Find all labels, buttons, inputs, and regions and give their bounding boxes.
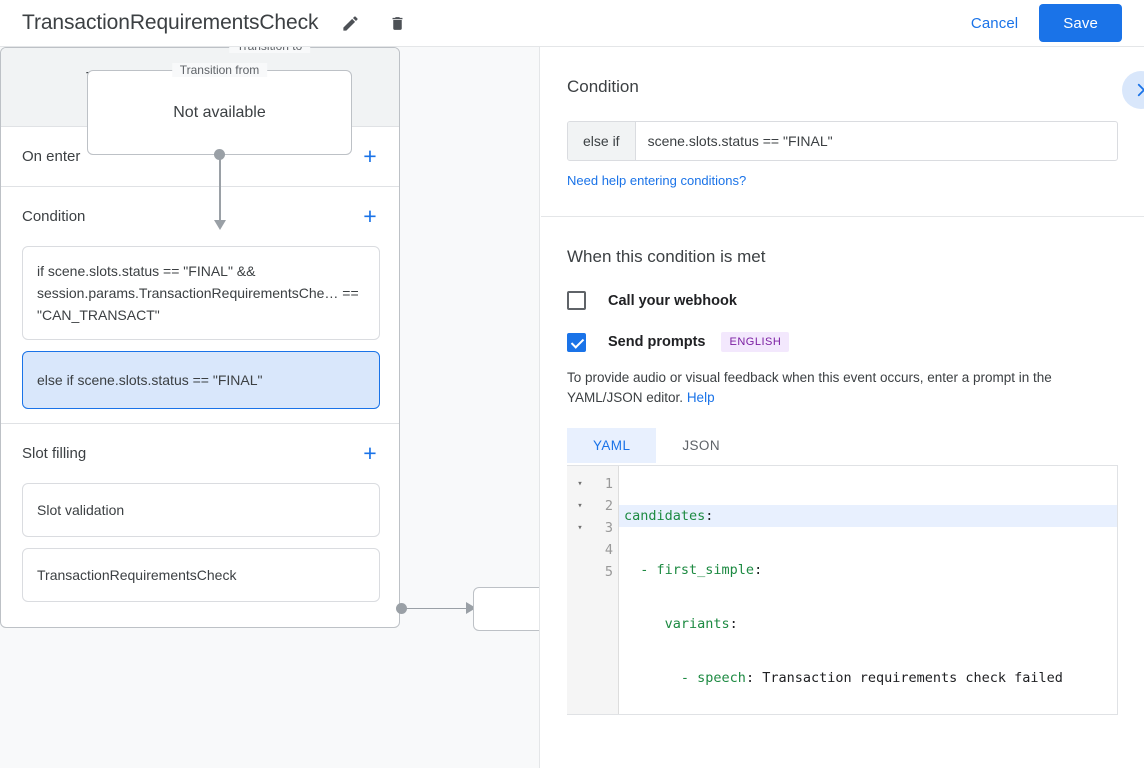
connector-dot-top [214, 149, 225, 160]
page-title: TransactionRequirementsCheck [22, 11, 319, 34]
when-condition-met-heading: When this condition is met [567, 247, 766, 266]
condition-section: Condition else if scene.slots.status == … [541, 47, 1144, 217]
cancel-button[interactable]: Cancel [959, 7, 1030, 40]
section-on-enter-title: On enter [22, 148, 81, 165]
code-line-1[interactable]: candidates: [619, 505, 1117, 527]
fold-arrow-line-1[interactable]: ▾ [577, 479, 583, 489]
code-sep: : [754, 562, 763, 578]
app-header: TransactionRequirementsCheck Cancel Save [0, 0, 1144, 47]
code-key: - first_simple [640, 562, 755, 578]
condition-list-item[interactable]: if scene.slots.status == "FINAL" && sess… [22, 246, 380, 340]
connector-arrow-right [466, 602, 476, 614]
condition-prefix-label: else if [568, 122, 636, 160]
tab-json[interactable]: JSON [682, 438, 720, 453]
connector-dot-right [396, 603, 407, 614]
code-indent [624, 562, 640, 578]
transition-from-legend: Transition from [171, 63, 268, 77]
edit-pencil-icon[interactable] [337, 10, 363, 36]
delete-trash-icon[interactable] [384, 10, 410, 36]
condition-input-row[interactable]: else if scene.slots.status == "FINAL" [567, 121, 1118, 161]
language-badge: ENGLISH [721, 332, 790, 352]
editor-fold-gutter[interactable]: ▾ ▾ ▾ [567, 466, 593, 714]
send-prompts-checkbox[interactable] [567, 332, 586, 352]
add-slot-filling-icon[interactable]: + [363, 440, 377, 466]
line-number: 3 [604, 520, 613, 536]
slot-list-item-validation[interactable]: Slot validation [22, 483, 380, 537]
connector-line-horizontal [406, 607, 468, 609]
condition-heading: Condition [567, 77, 639, 96]
section-slot-filling: Slot filling + Slot validation Transacti… [1, 424, 399, 627]
code-indent [624, 670, 681, 686]
when-condition-met-section: When this condition is met Call your web… [541, 217, 1144, 715]
editor-format-tabs: YAML JSON [567, 428, 1118, 463]
section-slot-filling-body: Slot validation TransactionRequirementsC… [1, 483, 399, 627]
line-number: 4 [604, 542, 613, 558]
code-key: - speech [680, 670, 746, 686]
section-condition-title: Condition [22, 208, 86, 225]
send-prompts-row[interactable]: Send prompts ENGLISH [567, 332, 1118, 352]
code-line-2[interactable]: - first_simple: [619, 559, 1117, 581]
line-number: 5 [604, 564, 613, 580]
transition-from-card[interactable]: Transition from Not available [87, 63, 352, 155]
webhook-checkbox[interactable] [567, 291, 586, 310]
condition-help-link[interactable]: Need help entering conditions? [567, 173, 747, 188]
code-sep: : [745, 670, 755, 686]
editor-line-numbers: 1 2 3 4 5 [593, 466, 619, 714]
code-sep: : [705, 508, 714, 524]
section-on-enter: On enter + [1, 127, 399, 187]
transition-from-value: Not available [173, 103, 266, 121]
code-indent [624, 616, 665, 632]
flow-canvas[interactable]: Transition from Not available Transition… [0, 47, 540, 768]
line-number: 1 [604, 476, 613, 492]
code-sep: : [729, 616, 738, 632]
connector-arrow-down [213, 220, 226, 230]
section-condition-head: Condition + [1, 187, 399, 246]
code-key: candidates [624, 508, 706, 524]
target-node-card[interactable] [473, 587, 539, 631]
condition-list-item-selected[interactable]: else if scene.slots.status == "FINAL" [22, 351, 380, 409]
code-editor[interactable]: ▾ ▾ ▾ 1 2 3 4 5 candidates: - first_simp… [567, 465, 1118, 715]
transition-to-legend: Transition to [228, 47, 311, 53]
prompts-description-text: To provide audio or visual feedback when… [567, 370, 1052, 405]
tab-yaml[interactable]: YAML [567, 428, 657, 463]
fold-arrow-line-2[interactable]: ▾ [577, 501, 583, 511]
chevron-right-icon[interactable] [1122, 71, 1144, 109]
section-slot-filling-title: Slot filling [22, 445, 87, 462]
webhook-checkbox-row[interactable]: Call your webhook [567, 291, 1118, 310]
prompts-help-link[interactable]: Help [686, 390, 715, 405]
editor-code-area[interactable]: candidates: - first_simple: variants: - … [619, 466, 1117, 714]
webhook-label: Call your webhook [608, 292, 737, 309]
section-on-enter-head: On enter + [1, 127, 399, 186]
condition-expression-input[interactable]: scene.slots.status == "FINAL" [647, 133, 833, 149]
save-button[interactable]: Save [1039, 4, 1122, 42]
code-value: Transaction requirements check failed [754, 670, 1063, 686]
add-on-enter-icon[interactable]: + [363, 143, 377, 169]
code-key: variants [664, 616, 730, 632]
section-condition: Condition + if scene.slots.status == "FI… [1, 187, 399, 424]
fold-arrow-line-3[interactable]: ▾ [577, 523, 583, 533]
prompts-description: To provide audio or visual feedback when… [567, 368, 1118, 408]
connector-line-vertical [219, 155, 221, 223]
code-line-4[interactable]: - speech: Transaction requirements check… [619, 667, 1117, 689]
detail-panel: Condition else if scene.slots.status == … [541, 47, 1144, 768]
code-line-3[interactable]: variants: [619, 613, 1117, 635]
section-condition-body: if scene.slots.status == "FINAL" && sess… [1, 246, 399, 423]
add-condition-icon[interactable]: + [363, 203, 377, 229]
slot-list-item-trc[interactable]: TransactionRequirementsCheck [22, 548, 380, 602]
line-number: 2 [604, 498, 613, 514]
section-slot-filling-head: Slot filling + [1, 424, 399, 483]
send-prompts-label: Send prompts [608, 334, 706, 350]
